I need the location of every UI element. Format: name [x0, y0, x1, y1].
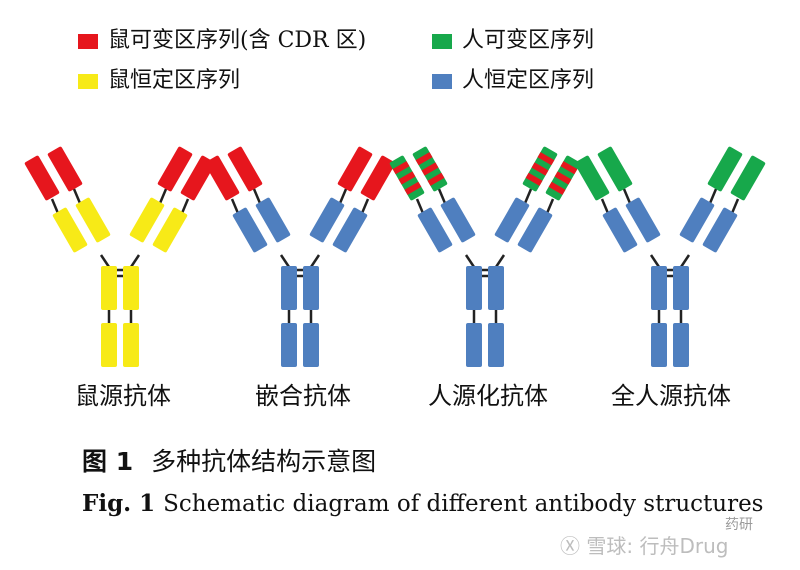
antibody-0 — [24, 146, 216, 367]
cdr-stripe — [421, 162, 439, 176]
legend-label-human-variable: 人可变区序列 — [462, 28, 595, 53]
variable-domain — [707, 146, 743, 192]
variable-domain — [597, 146, 633, 192]
constant-domain — [417, 207, 453, 253]
cdr-stripes — [415, 152, 445, 186]
constant-domain — [517, 207, 553, 253]
fc-domain — [488, 266, 504, 310]
legend-human-constant: 人恒定区序列 — [432, 68, 594, 94]
figure-title-cn: 多种抗体结构示意图 — [151, 447, 377, 476]
cdr-stripe — [548, 181, 566, 195]
variable-domain — [47, 146, 83, 192]
link-line — [99, 254, 111, 268]
fc-domain — [673, 266, 689, 310]
link-line — [464, 254, 476, 268]
antibody-2 — [389, 146, 581, 367]
variable-domain — [24, 155, 60, 201]
constant-domain — [494, 197, 530, 243]
legend-swatch-mouse-constant — [78, 73, 98, 89]
cdr-stripe — [525, 172, 543, 186]
legend-swatch-human-variable — [432, 33, 452, 49]
legend-mouse-constant: 鼠恒定区序列 — [78, 68, 240, 94]
constant-domain — [255, 197, 291, 243]
link-line — [649, 254, 661, 268]
legend-swatch-mouse-variable — [78, 33, 98, 49]
cdr-stripe — [392, 161, 410, 175]
constant-domain — [702, 207, 738, 253]
cdr-stripe — [427, 172, 445, 186]
watermark-small: 药研 — [725, 517, 753, 533]
legend-label-mouse-variable: 鼠可变区序列(含 CDR 区) — [108, 28, 367, 53]
cdr-stripe — [537, 152, 555, 166]
cdr-stripe — [560, 161, 578, 175]
constant-domain — [152, 207, 188, 253]
cdr-stripe — [531, 162, 549, 176]
antibody-diagram — [24, 146, 766, 367]
figure-caption-cn: 图 1 多种抗体结构示意图 — [82, 442, 376, 478]
antibody-label-humanized: 人源化抗体 — [428, 382, 548, 410]
cdr-stripes — [548, 161, 578, 195]
variable-domain — [204, 155, 240, 201]
fc-domain — [123, 323, 139, 367]
fc-domain — [303, 323, 319, 367]
antibody-1 — [204, 146, 396, 367]
constant-domain — [129, 197, 165, 243]
watermark: Ⓧ 雪球: 行舟Drug 药研 — [560, 517, 753, 559]
antibody-3 — [574, 146, 766, 367]
antibody-label-fully-human: 全人源抗体 — [611, 382, 731, 410]
fc-domain — [651, 323, 667, 367]
fc-domain — [466, 323, 482, 367]
cdr-stripe — [398, 171, 416, 185]
variable-domain — [337, 146, 373, 192]
fc-domain — [303, 266, 319, 310]
constant-domain — [309, 197, 345, 243]
link-line — [309, 254, 321, 268]
link-line — [679, 254, 691, 268]
figure-number-cn: 图 1 — [82, 447, 134, 476]
variable-domain — [574, 155, 610, 201]
constant-domain — [679, 197, 715, 243]
legend-swatch-human-constant — [432, 73, 452, 89]
cdr-stripe — [415, 152, 433, 166]
fc-domain — [281, 266, 297, 310]
legend-mouse-variable: 鼠可变区序列(含 CDR 区) — [78, 28, 366, 54]
fc-domain — [123, 266, 139, 310]
link-line — [279, 254, 291, 268]
fc-domain — [101, 323, 117, 367]
variable-domain — [157, 146, 193, 192]
cdr-stripe — [554, 171, 572, 185]
link-line — [129, 254, 141, 268]
antibody-label-chimeric: 嵌合抗体 — [255, 382, 351, 410]
constant-domain — [602, 207, 638, 253]
figure-caption-en: Fig. 1 Schematic diagram of different ant… — [82, 490, 764, 517]
fc-domain — [488, 323, 504, 367]
cdr-stripes — [525, 152, 555, 186]
fc-domain — [651, 266, 667, 310]
fc-domain — [281, 323, 297, 367]
constant-domain — [52, 207, 88, 253]
constant-domain — [332, 207, 368, 253]
legend-human-variable: 人可变区序列 — [432, 28, 594, 54]
variable-domain — [730, 155, 766, 201]
figure-number-en: Fig. 1 — [82, 490, 156, 517]
antibody-label-murine: 鼠源抗体 — [75, 382, 171, 410]
legend-label-mouse-constant: 鼠恒定区序列 — [108, 68, 241, 93]
legend-label-human-constant: 人恒定区序列 — [462, 68, 595, 93]
constant-domain — [625, 197, 661, 243]
constant-domain — [232, 207, 268, 253]
cdr-stripes — [392, 161, 422, 195]
figure-title-en: Schematic diagram of different antibody … — [163, 491, 764, 517]
constant-domain — [440, 197, 476, 243]
link-line — [494, 254, 506, 268]
constant-domain — [75, 197, 111, 243]
fc-domain — [466, 266, 482, 310]
watermark-text: Ⓧ 雪球: 行舟Drug — [560, 534, 729, 558]
fc-domain — [101, 266, 117, 310]
cdr-stripe — [404, 181, 422, 195]
fc-domain — [673, 323, 689, 367]
variable-domain — [227, 146, 263, 192]
variable-domain — [360, 155, 396, 201]
